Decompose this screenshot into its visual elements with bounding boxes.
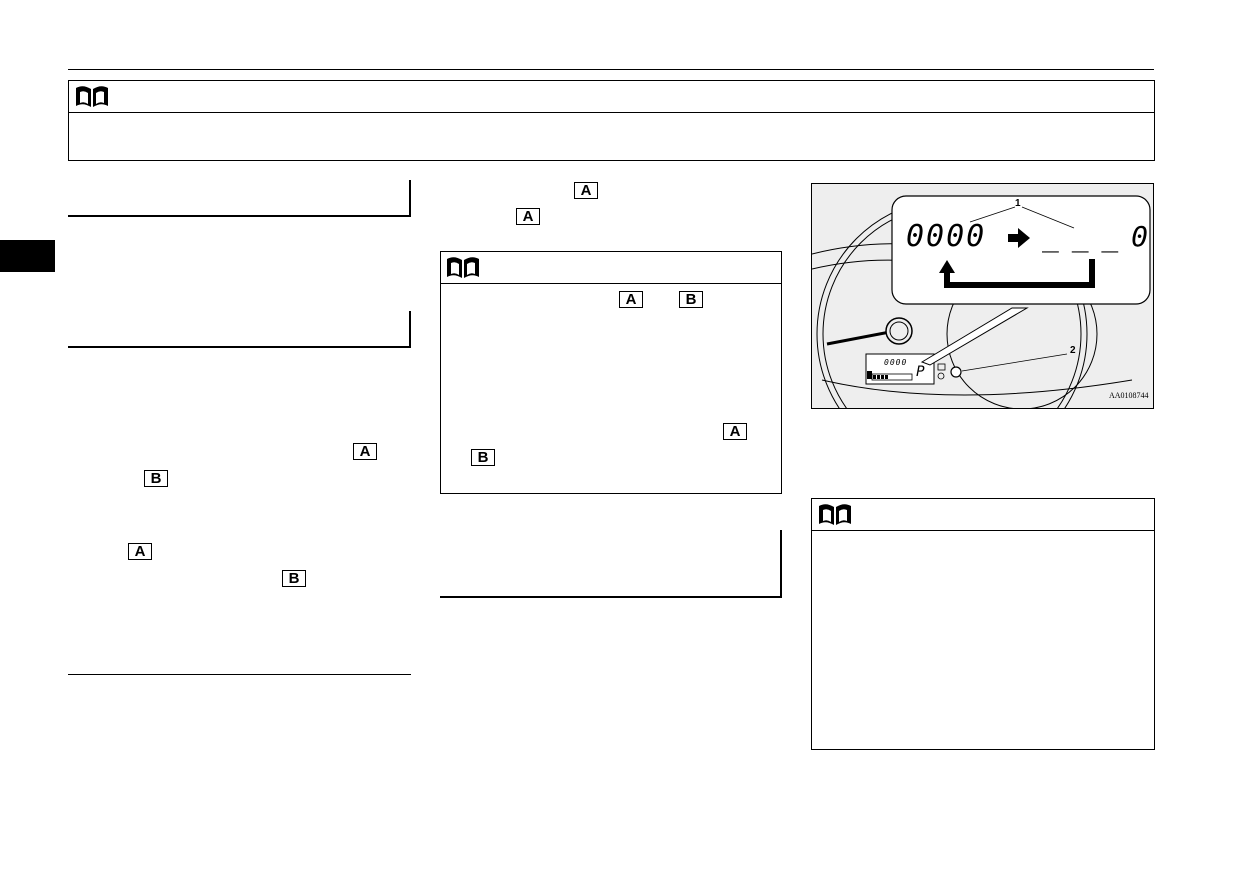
key-badge-b: B <box>144 470 168 487</box>
callout-1-label: 1 <box>1015 198 1021 209</box>
left-column-end-rule <box>68 674 411 675</box>
open-book-note-icon <box>819 504 851 525</box>
key-badge-b: B <box>282 570 306 587</box>
odometer-figure: 0000 _ _ _ 0 0000 P 1 2 AA0108744 <box>811 183 1154 409</box>
key-badge-a: A <box>574 182 598 199</box>
middle-heading <box>440 530 782 598</box>
top-note-box <box>68 80 1155 161</box>
odometer-illustration <box>812 195 1151 408</box>
middle-note-header-divider <box>441 283 781 284</box>
callout-2-label: 2 <box>1070 345 1076 356</box>
key-badge-b: B <box>679 291 703 308</box>
key-badge-a: A <box>353 443 377 460</box>
section-side-tab <box>0 240 55 272</box>
small-display-value: 0000 <box>884 358 908 367</box>
gear-indicator: P <box>916 364 925 380</box>
open-book-note-icon <box>76 86 108 107</box>
key-badge-a: A <box>516 208 540 225</box>
header-rule <box>68 69 1154 70</box>
right-note-box <box>811 498 1155 750</box>
key-badge-a: A <box>128 543 152 560</box>
open-book-note-icon <box>447 257 479 278</box>
key-badge-a: A <box>619 291 643 308</box>
right-note-header-divider <box>812 530 1154 531</box>
middle-note-box: A B A B <box>440 251 782 494</box>
figure-code-label: AA0108744 <box>1109 391 1149 400</box>
top-note-header-divider <box>69 112 1154 113</box>
left-heading-1 <box>68 180 411 217</box>
left-heading-2 <box>68 311 411 348</box>
key-badge-a: A <box>723 423 747 440</box>
key-badge-b: B <box>471 449 495 466</box>
display-before-value: 0000 <box>906 219 987 254</box>
display-after-value: _ _ _ 0 <box>1042 220 1148 253</box>
